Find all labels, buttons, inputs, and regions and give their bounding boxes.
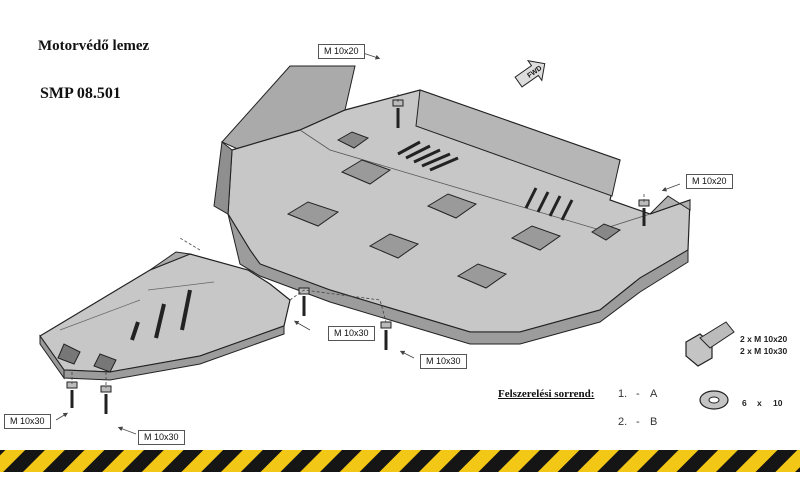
washer-spec-x: x <box>757 398 762 408</box>
bolt-spec-2: 2 x M 10x30 <box>740 346 788 356</box>
step-1-number: 1. <box>618 388 628 400</box>
step-2-dash: - <box>636 416 640 428</box>
main-plate <box>213 65 691 345</box>
step-2-part: B <box>650 416 658 428</box>
assembly-lines <box>71 94 645 388</box>
title: Motorvédő lemez <box>38 38 150 54</box>
front-plate <box>39 251 291 381</box>
fwd-arrow: FWD <box>514 60 546 88</box>
washer-spec-count: 10 <box>773 398 783 408</box>
callout-bolt-mid-1: M 10x30 <box>328 326 375 341</box>
callout-bolt-top: M 10x20 <box>318 44 365 59</box>
bolts <box>66 99 650 414</box>
bolt-a-right <box>100 385 112 414</box>
assembly-order-label: Felszerelési sorrend: <box>498 388 595 400</box>
bolt-mid-1 <box>298 287 310 316</box>
part-number: SMP 08.501 <box>40 85 121 102</box>
callout-bolt-a-right: M 10x30 <box>138 430 185 445</box>
step-2-number: 2. <box>618 416 628 428</box>
step-1-dash: - <box>636 388 640 400</box>
callout-bolt-mid-2: M 10x30 <box>420 354 467 369</box>
bolt-spec-1: 2 x M 10x20 <box>740 334 788 344</box>
hazard-stripe-band <box>0 450 800 472</box>
washer-icon <box>699 390 729 410</box>
callout-bolt-a-left: M 10x30 <box>4 414 51 429</box>
washer-spec-diameter: 6 <box>742 398 747 408</box>
hex-bolt-icon <box>685 321 735 367</box>
bolt-a-left <box>66 381 78 408</box>
bolt-mid-2 <box>380 321 392 350</box>
callout-bolt-right: M 10x20 <box>686 174 733 189</box>
step-1-part: A <box>650 388 658 400</box>
